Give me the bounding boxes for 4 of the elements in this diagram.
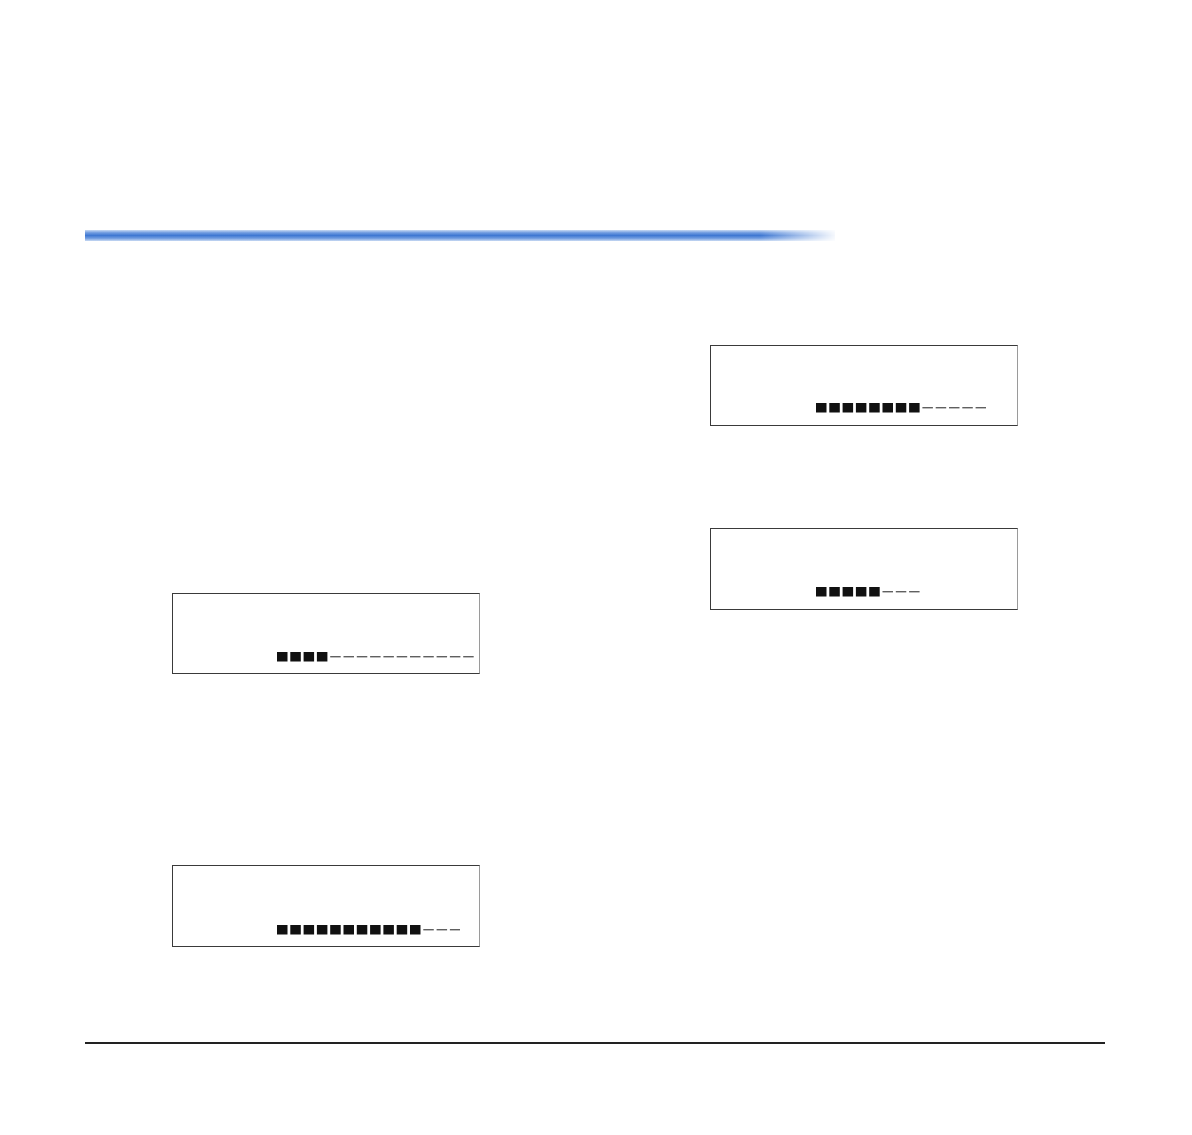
display-screen	[172, 593, 480, 674]
display-screen	[710, 528, 1018, 610]
display-screen	[172, 865, 480, 947]
display-screen	[710, 345, 1018, 426]
